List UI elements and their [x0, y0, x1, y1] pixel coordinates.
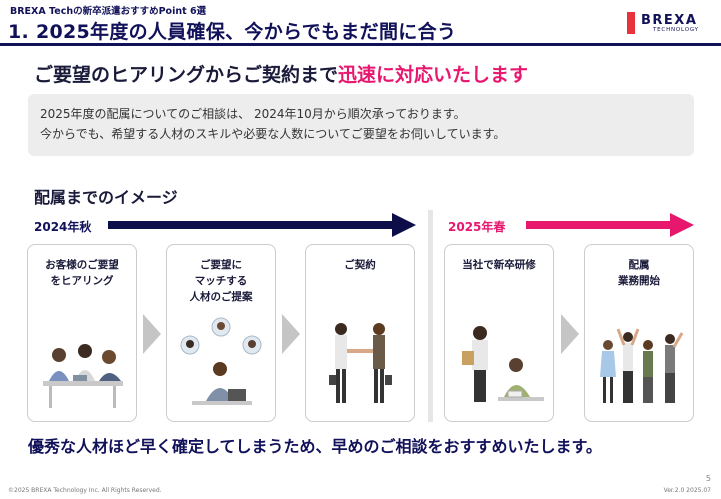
header-subtitle: BREXA Techの新卒派遣おすすめPoint 6選 [10, 6, 207, 17]
conclusion-text: 優秀な人材ほど早く確定してしまうため、早めのご相談をおすすめいたします。 [28, 437, 602, 456]
timeline-arrow-2-head-icon [670, 213, 694, 237]
slide-header: BREXA Techの新卒派遣おすすめPoint 6選 1. 2025年度の人員… [0, 0, 721, 46]
candidate-proposal-illustration-icon [180, 317, 262, 405]
headline-main: ご要望のヒアリングからご契約まで [34, 64, 339, 86]
info-line-2: 今からでも、希望する人材のスキルや必要な人数についてご要望をお伺いしています。 [40, 127, 506, 141]
logo-tagline: TECHNOLOGY [653, 27, 699, 33]
version-text: Ver.2.0 2025.07 [663, 487, 711, 494]
season-label-spring-2025: 2025年春 [448, 220, 506, 234]
step-card-start-work: 配属 業務開始 [584, 244, 694, 422]
meeting-illustration-icon [43, 344, 123, 408]
brexa-logo: BREXA TECHNOLOGY [627, 12, 711, 34]
logo-mark-icon [627, 12, 635, 34]
training-illustration-icon [462, 326, 544, 402]
timeline-divider [428, 210, 433, 422]
step-label: ご要望に マッチする 人材のご提案 [189, 259, 253, 303]
logo-text: BREXA [641, 13, 698, 28]
handshake-illustration-icon [329, 323, 392, 403]
headline-accent: 迅速に対応いたします [338, 64, 529, 86]
page-number: 5 [705, 474, 711, 483]
headline: ご要望のヒアリングからご契約まで迅速に対応いたします [34, 60, 528, 87]
step-label: ご契約 [344, 259, 376, 271]
info-box: 2025年度の配属についてのご相談は、 2024年10月から順次承っております。… [28, 94, 694, 156]
step-card-hearing: お客様のご要望 をヒアリング [27, 244, 137, 422]
step-chevron-icon [561, 314, 579, 354]
step-label: お客様のご要望 をヒアリング [45, 259, 119, 287]
step-chevron-icon [282, 314, 300, 354]
info-line-1: 2025年度の配属についてのご相談は、 2024年10月から順次承っております。 [40, 107, 466, 121]
step-label: 当社で新卒研修 [462, 259, 536, 271]
step-chevron-icon [143, 314, 161, 354]
slide-title: 1. 2025年度の人員確保、今からでもまだ間に合う [8, 21, 457, 43]
step-card-training: 当社で新卒研修 [444, 244, 554, 422]
step-label: 配属 業務開始 [618, 259, 660, 287]
step-card-proposal: ご要望に マッチする 人材のご提案 [166, 244, 276, 422]
celebration-illustration-icon [600, 328, 684, 403]
season-label-autumn-2024: 2024年秋 [34, 220, 92, 234]
timeline-arrow-2-bar [526, 221, 672, 229]
copyright-text: ©2025 BREXA Technology Inc. All Rights R… [8, 487, 162, 494]
timeline-arrow-1-head-icon [392, 213, 416, 237]
timeline-arrow-1-bar [108, 221, 394, 229]
step-card-contract: ご契約 [305, 244, 415, 422]
timeline-title: 配属までのイメージ [34, 188, 178, 207]
